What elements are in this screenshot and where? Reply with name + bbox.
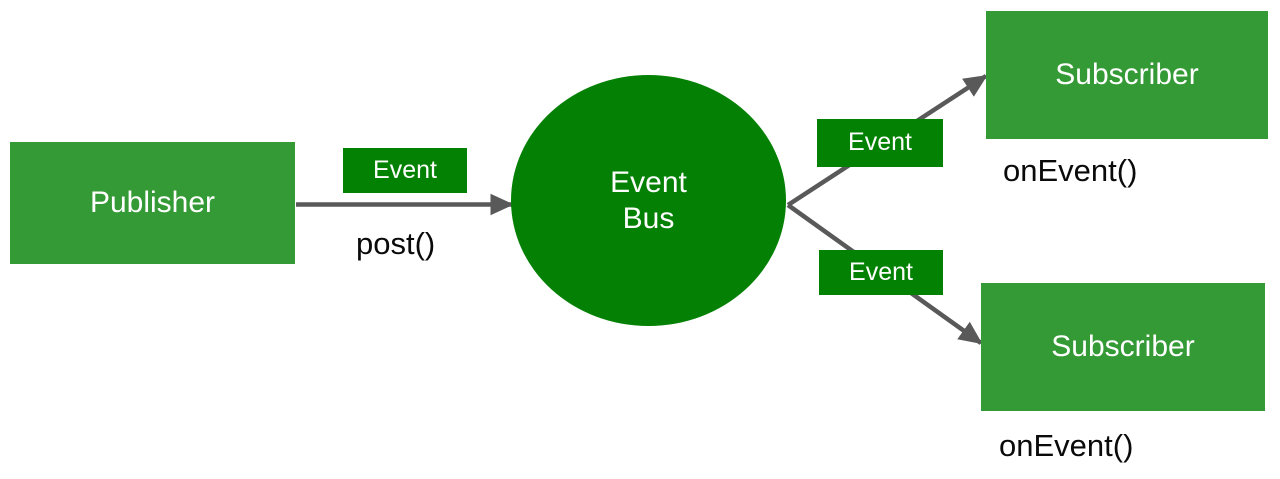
publisher-label: Publisher	[89, 186, 216, 220]
event-tag-bus-to-subscriber-top-label: Event	[848, 128, 912, 157]
subscriber-top-node: Subscriber	[986, 11, 1268, 139]
onevent-method-label-top: onEvent()	[1003, 153, 1138, 188]
event-bus-node: Event Bus	[511, 75, 786, 326]
event-tag-bus-to-subscriber-bottom: Event	[819, 250, 943, 295]
subscriber-top-label: Subscriber	[1055, 58, 1199, 92]
subscriber-bottom-node: Subscriber	[981, 283, 1265, 411]
event-tag-bus-to-subscriber-bottom-label: Event	[849, 257, 913, 286]
event-tag-publisher-to-bus: Event	[343, 148, 467, 193]
post-method-label: post()	[356, 226, 436, 261]
onevent-method-label-bottom: onEvent()	[999, 428, 1134, 463]
subscriber-bottom-label: Subscriber	[1051, 330, 1195, 364]
event-bus-label-line1: Event	[610, 166, 687, 200]
event-bus-label-line2: Bus	[622, 201, 675, 235]
publisher-node: Publisher	[10, 142, 295, 264]
event-tag-publisher-to-bus-label: Event	[373, 155, 437, 184]
event-tag-bus-to-subscriber-top: Event	[817, 119, 943, 167]
